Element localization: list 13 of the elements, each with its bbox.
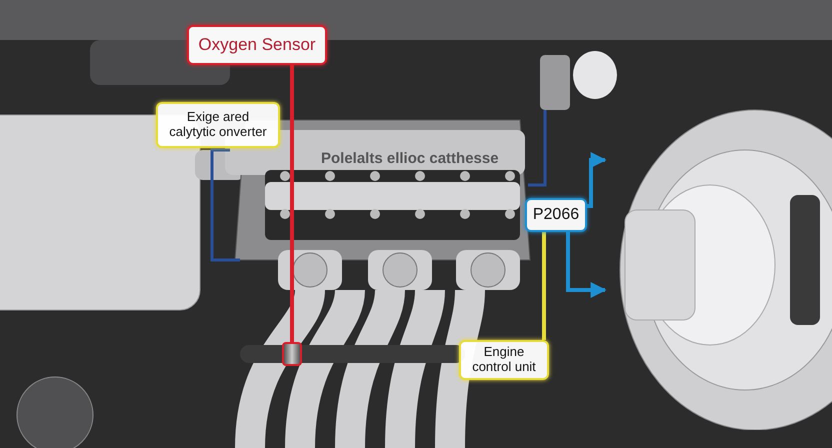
callout-label <box>187 25 327 65</box>
sensor-drawing <box>282 342 302 366</box>
label-text: Engine control unit <box>471 345 537 375</box>
label-text: Oxygen Sensor <box>198 35 316 55</box>
arrow <box>566 232 607 298</box>
label-text: Exige ared calytytic onverter <box>168 110 268 140</box>
callout-label <box>459 340 549 380</box>
callout-label <box>156 102 280 148</box>
connector-line <box>290 65 294 342</box>
label-text: P2066 <box>532 206 580 224</box>
connector-line <box>542 232 546 340</box>
callout-label <box>525 198 587 232</box>
arrow <box>587 152 607 208</box>
